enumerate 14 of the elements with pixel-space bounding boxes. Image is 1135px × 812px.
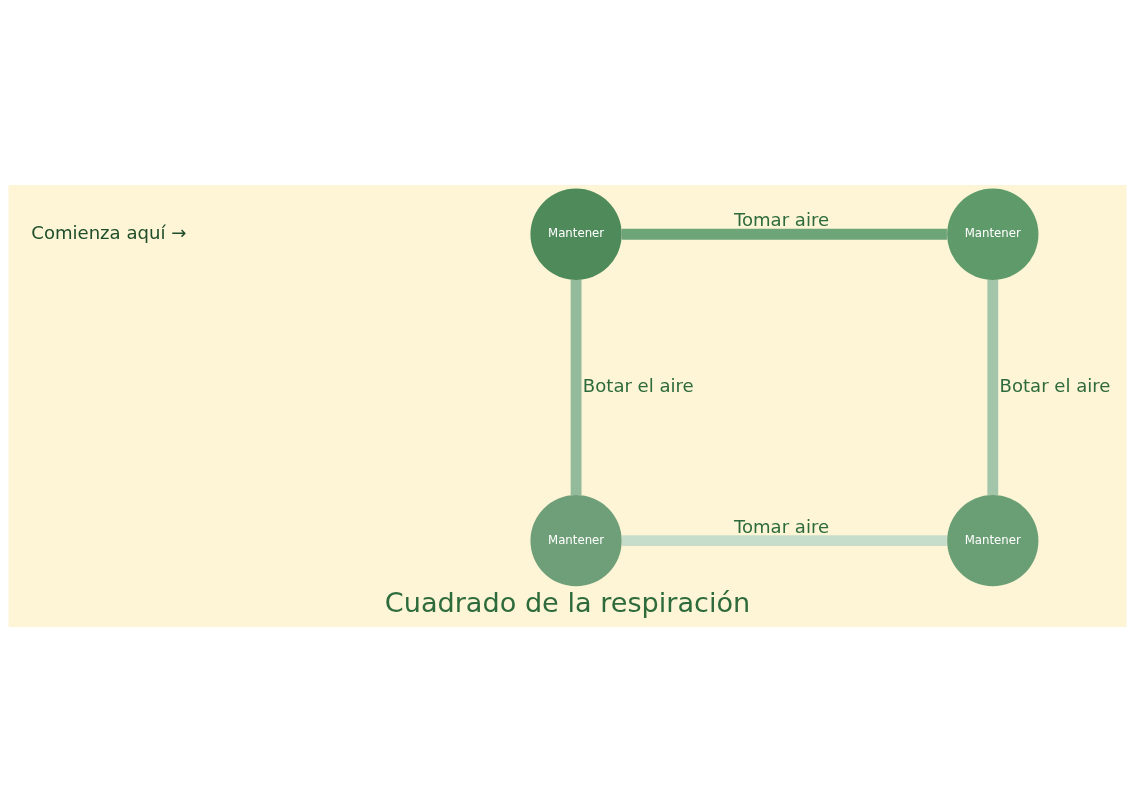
node-circle: Mantener xyxy=(947,188,1039,280)
connector xyxy=(621,228,947,240)
connector xyxy=(987,280,999,495)
node-circle: Mantener xyxy=(530,495,622,587)
edge-label: Botar el aire xyxy=(999,374,1111,396)
node-circle: Mantener xyxy=(947,495,1039,587)
edge-label: Tomar aire xyxy=(734,515,830,537)
connector xyxy=(570,280,582,495)
connector xyxy=(621,535,947,547)
node-circle: Mantener xyxy=(530,188,622,280)
diagram-title: Cuadrado de la respiración xyxy=(384,586,751,618)
edge-label: Tomar aire xyxy=(734,209,830,231)
edge-label: Botar el aire xyxy=(582,374,694,396)
label: Comienza aquí → xyxy=(31,221,187,243)
